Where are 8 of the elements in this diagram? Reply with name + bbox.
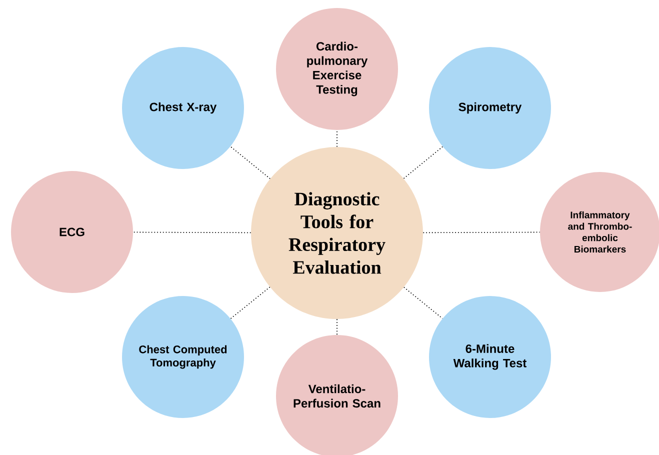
connector-line <box>132 232 252 234</box>
connector-line <box>403 146 444 179</box>
connector-line <box>404 286 443 319</box>
connector-line <box>230 146 271 180</box>
connector-line <box>230 286 270 320</box>
connector-line <box>422 232 540 234</box>
connector-line <box>336 130 338 148</box>
connector-line <box>336 318 338 336</box>
